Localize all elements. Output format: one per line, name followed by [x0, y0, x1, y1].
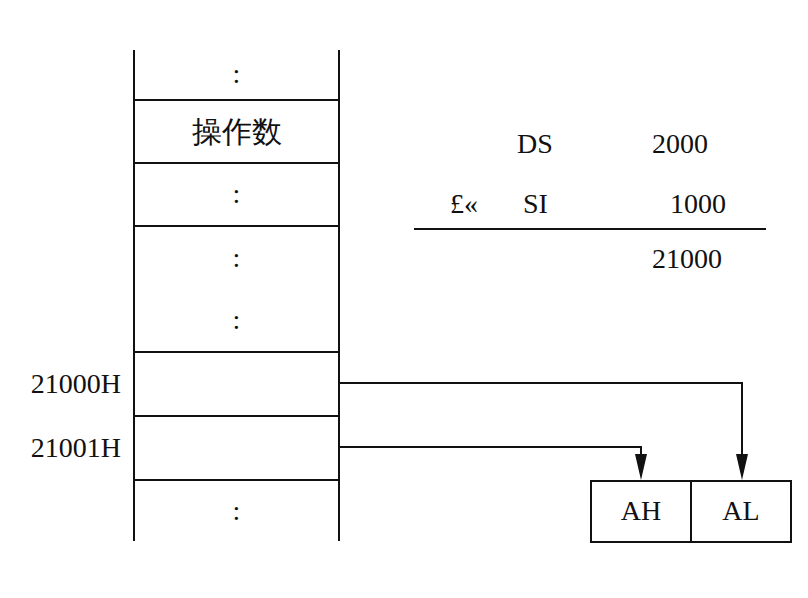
- memory-cell: 21000H: [133, 353, 340, 417]
- cell-text: :: [233, 243, 241, 274]
- calc-label: DS: [517, 130, 553, 158]
- cell-text: AL: [722, 496, 759, 527]
- cell-text: 操作数: [192, 115, 282, 148]
- data-arrow: [340, 383, 748, 480]
- calc-label: £«: [450, 190, 478, 218]
- data-arrow: [340, 447, 647, 480]
- register-half: AH: [590, 480, 692, 543]
- cell-text: :: [233, 179, 241, 210]
- cell-text: :: [233, 305, 241, 336]
- memory-cell: 21001H: [133, 417, 340, 481]
- address-label: 21000H: [31, 369, 121, 400]
- memory-cell: :: [133, 164, 340, 227]
- cell-text: AH: [621, 496, 661, 527]
- calc-label: SI: [523, 190, 548, 218]
- register-half: AL: [692, 480, 792, 543]
- memory-cell: 操作数: [133, 101, 340, 164]
- cell-text: :: [233, 59, 241, 90]
- sum-rule: [414, 228, 766, 230]
- calc-label: 21000: [652, 245, 722, 273]
- address-label: 21001H: [31, 433, 121, 464]
- calc-label: 2000: [652, 130, 708, 158]
- memory-cell: :: [133, 481, 340, 541]
- memory-cell: :: [133, 50, 340, 101]
- memory-cell: ::: [133, 227, 340, 353]
- calc-label: 1000: [670, 190, 726, 218]
- cell-text: :: [233, 496, 241, 527]
